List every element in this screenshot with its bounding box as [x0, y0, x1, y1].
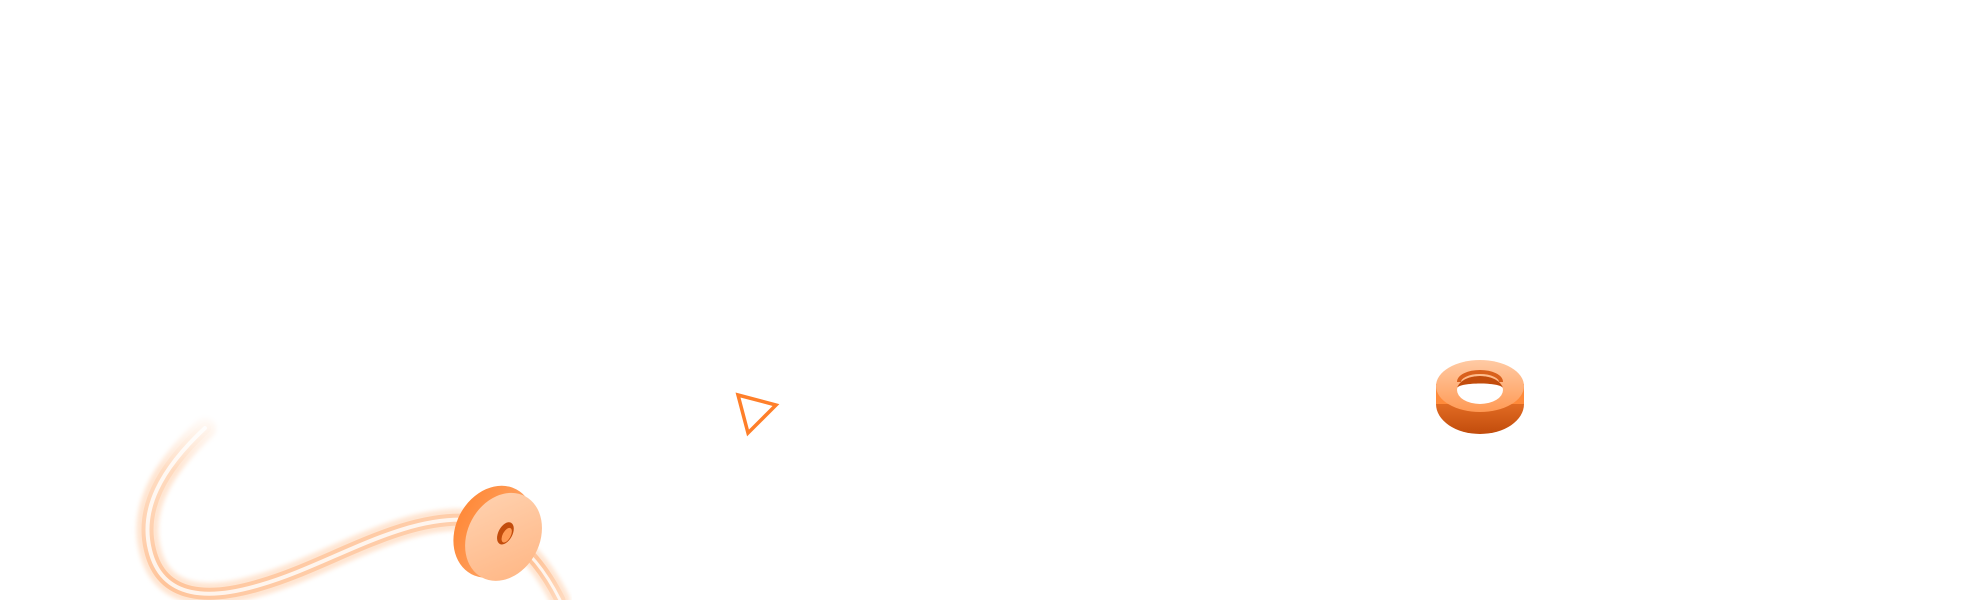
torus-ring-icon — [1436, 360, 1524, 434]
cord-with-bead — [136, 410, 570, 600]
ring-torus — [1436, 360, 1524, 434]
bead-on-cord-icon — [453, 485, 542, 581]
outline-triangle — [735, 392, 780, 437]
triangle-outline-icon — [735, 392, 780, 437]
